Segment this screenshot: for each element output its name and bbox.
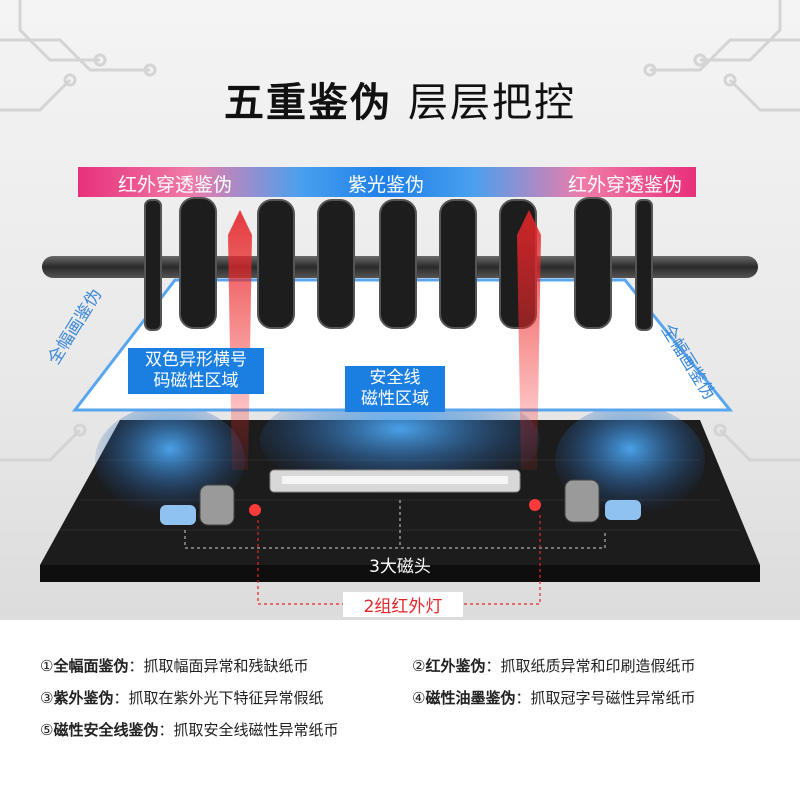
infrared-lights-label: 2组红外灯 (343, 592, 463, 617)
legend-item-4: ④磁性油墨鉴伪：抓取冠字号磁性异常纸币 (412, 687, 695, 708)
legend-item-3: ③紫外鉴伪：抓取在紫外光下特征异常假纸 (40, 687, 323, 708)
ir-beam-left (228, 210, 252, 470)
legend: ①全幅面鉴伪：抓取幅面异常和残缺纸币 ②红外鉴伪：抓取纸质异常和印刷造假纸币 ③… (0, 625, 800, 800)
security-line-label: 安全线 磁性区域 (345, 366, 445, 412)
magnetic-heads-label: 3大磁头 (335, 552, 465, 577)
legend-item-2: ②红外鉴伪：抓取纸质异常和印刷造假纸币 (412, 655, 695, 676)
legend-item-1: ①全幅面鉴伪：抓取幅面异常和残缺纸币 (40, 655, 308, 676)
machine-illustration (0, 0, 800, 625)
ir-lamp-left (249, 504, 261, 516)
right-magnetic-head (565, 480, 599, 522)
left-magnetic-head (200, 485, 234, 525)
ir-beam-right (517, 210, 541, 470)
ir-lamp-right (529, 499, 541, 511)
left-sensor (160, 505, 196, 525)
right-sensor (605, 500, 641, 520)
legend-item-5: ⑤磁性安全线鉴伪：抓取安全线磁性异常纸币 (40, 719, 338, 740)
double-color-label: 双色异形横号 码磁性区域 (128, 348, 264, 394)
